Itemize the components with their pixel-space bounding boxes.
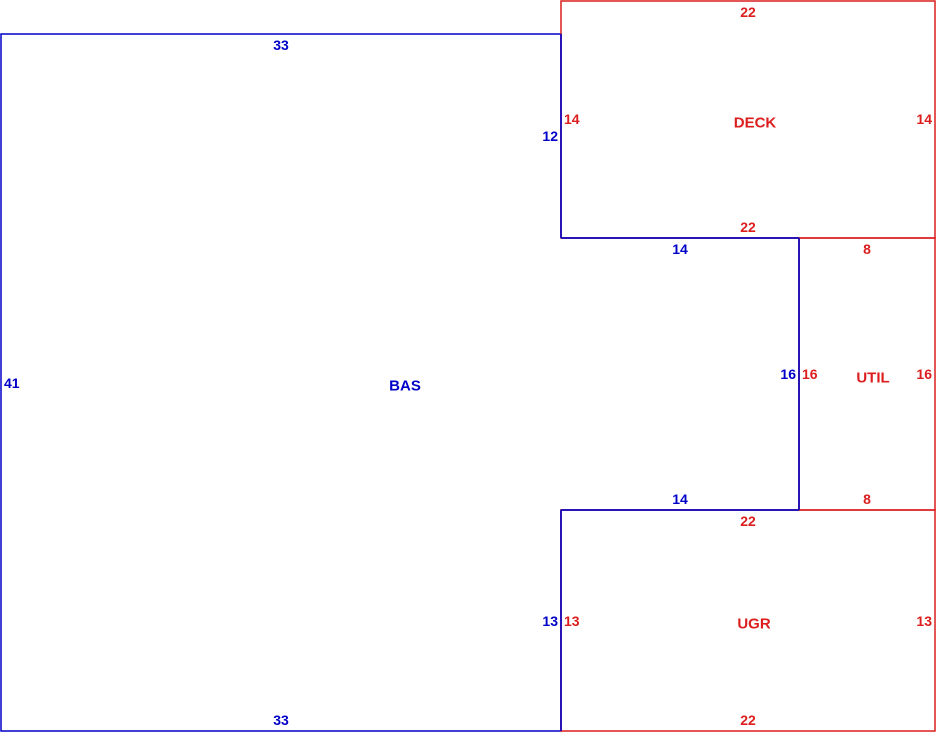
bas-notch-bottom-dimension: 14 (672, 491, 688, 507)
ugr-top-dimension: 22 (740, 513, 756, 529)
bas-ugr-side-dimension: 13 (542, 613, 558, 629)
deck-bottom-dimension: 22 (740, 219, 756, 235)
bas-bottom-dimension: 33 (273, 712, 289, 728)
bas-deck-side-dimension: 12 (542, 128, 558, 144)
bas-left-dimension: 41 (4, 375, 20, 391)
ugr-area-label: UGR (737, 616, 771, 633)
deck-area-label: DECK (734, 115, 777, 132)
deck-left-dimension: 14 (564, 111, 580, 127)
bas-notch-top-dimension: 14 (672, 241, 688, 257)
util-right-dimension: 16 (916, 366, 932, 382)
bas-area-label: BAS (389, 378, 421, 395)
deck-right-dimension: 14 (916, 111, 932, 127)
bas-notch-side-dimension: 16 (780, 366, 796, 382)
ugr-right-dimension: 13 (916, 613, 932, 629)
util-bottom-dimension: 8 (863, 491, 871, 507)
util-area-label: UTIL (856, 370, 889, 387)
deck-top-dimension: 22 (740, 4, 756, 20)
ugr-left-dimension: 13 (564, 613, 580, 629)
ugr-bottom-dimension: 22 (740, 712, 756, 728)
bas-top-dimension: 33 (273, 37, 289, 53)
util-left-dimension: 16 (802, 366, 818, 382)
util-top-dimension: 8 (863, 241, 871, 257)
